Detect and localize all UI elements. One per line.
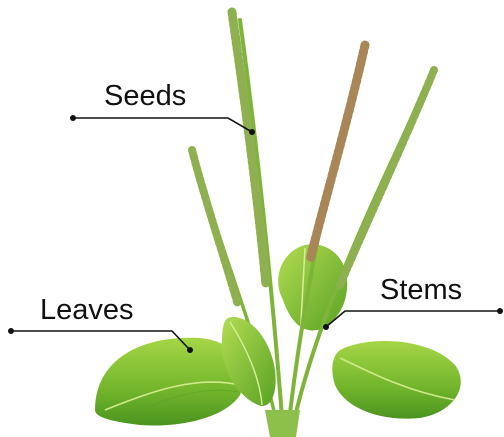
plant-base — [265, 410, 300, 437]
right-leaf — [332, 341, 461, 419]
stems-label: Stems — [380, 276, 462, 305]
seeds-label: Seeds — [104, 82, 186, 111]
leaves-label: Leaves — [40, 296, 134, 325]
seed-spikes — [192, 12, 434, 305]
